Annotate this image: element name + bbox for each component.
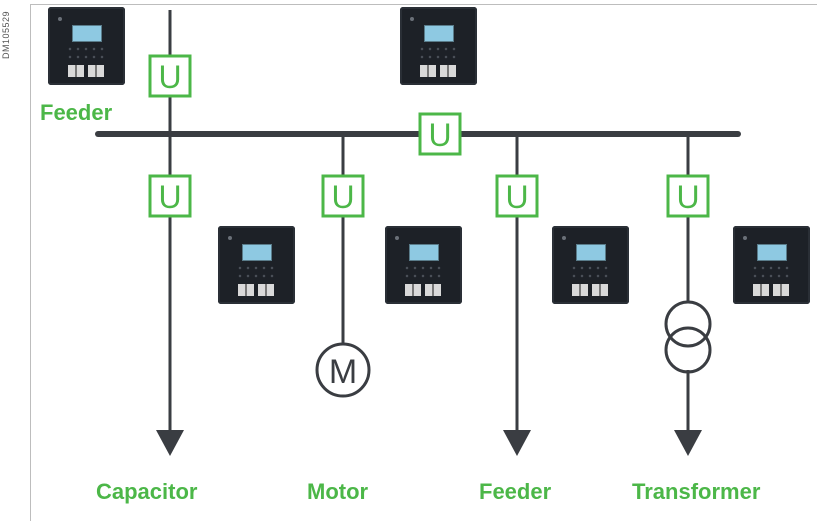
relay-led-icon: [743, 236, 747, 240]
svg-text:U: U: [676, 179, 699, 215]
relay-keypad: [66, 45, 106, 61]
relay-keypad: [751, 264, 791, 280]
svg-text:U: U: [428, 117, 451, 153]
voltage-sensor-motor: U: [321, 174, 365, 218]
voltage-sensor-transformer: U: [666, 174, 710, 218]
relay-button-icon: [88, 65, 104, 77]
relay-display: [72, 25, 102, 42]
label-feeder-incoming: Feeder: [40, 100, 113, 125]
voltage-sensor-feeder: U: [495, 174, 539, 218]
motor-symbol-icon: [315, 342, 371, 398]
transformer-winding-primary-icon: [664, 300, 712, 348]
relay-display: [409, 244, 439, 261]
relay-display: [576, 244, 606, 261]
label-motor: Motor: [307, 479, 369, 504]
relay-button-icon: [773, 284, 789, 296]
relay-button-icon: [238, 284, 254, 296]
voltage-sensor-capacitor: U: [148, 174, 192, 218]
relay-button-icon: [592, 284, 608, 296]
protection-relay-feeder-top: [48, 7, 125, 85]
relay-button-icon: [440, 65, 456, 77]
relay-led-icon: [395, 236, 399, 240]
protection-relay-capacitor: [218, 226, 295, 304]
svg-text:U: U: [331, 179, 354, 215]
relay-display: [757, 244, 787, 261]
relay-button-icon: [753, 284, 769, 296]
protection-relay-feeder: [552, 226, 629, 304]
relay-button-icon: [405, 284, 421, 296]
transformer-arrow: [674, 430, 702, 456]
relay-keypad: [403, 264, 443, 280]
svg-text:U: U: [505, 179, 528, 215]
feeder-arrow: [503, 430, 531, 456]
relay-keypad: [236, 264, 276, 280]
protection-relay-busbar: [400, 7, 477, 85]
relay-led-icon: [562, 236, 566, 240]
svg-text:U: U: [158, 59, 181, 95]
relay-led-icon: [58, 17, 62, 21]
relay-keypad: [570, 264, 610, 280]
voltage-sensor-feeder-top: U: [148, 54, 192, 98]
voltage-sensor-busbar: U: [418, 112, 462, 156]
relay-button-icon: [572, 284, 588, 296]
label-transformer: Transformer: [632, 479, 761, 504]
relay-button-icon: [420, 65, 436, 77]
relay-button-icon: [68, 65, 84, 77]
protection-relay-transformer: [733, 226, 810, 304]
capacitor-arrow: [156, 430, 184, 456]
label-capacitor: Capacitor: [96, 479, 198, 504]
diagram-frame: [30, 4, 817, 521]
svg-text:U: U: [158, 179, 181, 215]
label-feeder-outgoing: Feeder: [479, 479, 552, 504]
relay-display: [424, 25, 454, 42]
relay-led-icon: [410, 17, 414, 21]
relay-button-icon: [258, 284, 274, 296]
motor-letter: M: [329, 353, 357, 391]
relay-keypad: [418, 45, 458, 61]
relay-display: [242, 244, 272, 261]
relay-button-icon: [425, 284, 441, 296]
protection-relay-motor: [385, 226, 462, 304]
relay-led-icon: [228, 236, 232, 240]
transformer-winding-secondary-icon: [664, 326, 712, 374]
